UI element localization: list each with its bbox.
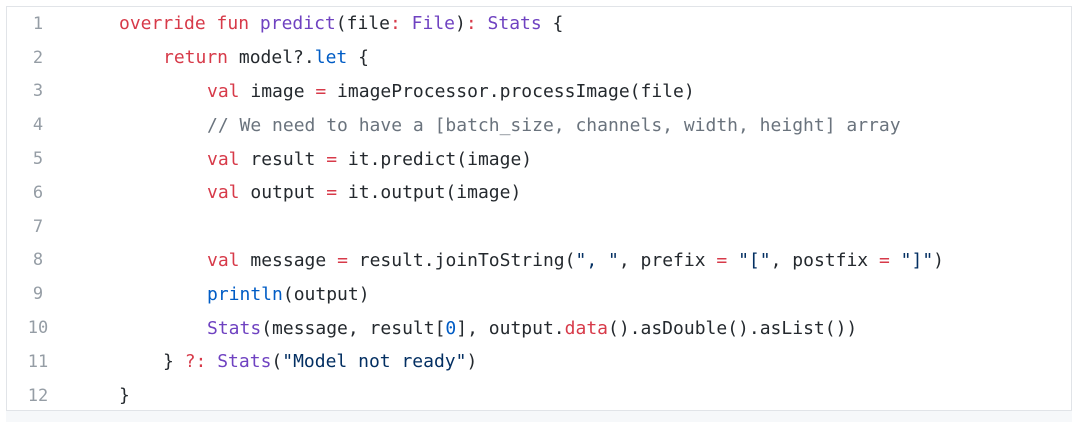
line-code: // We need to have a [batch_size, channe… (69, 115, 1071, 136)
code-token: let (314, 47, 348, 69)
code-line: 10 Stats(message, result[0], output.data(… (7, 311, 1071, 345)
code-token: ) (933, 249, 945, 271)
code-line: 4 // We need to have a [batch_size, chann… (7, 108, 1071, 142)
code-token: return (163, 47, 229, 69)
code-line: 1 override fun predict(file: File): Stats… (7, 7, 1071, 41)
line-number: 3 (32, 81, 44, 102)
code-line: 8 val message = result.joinToString(", ",… (7, 244, 1071, 278)
code-token (727, 250, 738, 271)
code-line: 12} (7, 379, 1071, 413)
code-line: 9 println(output) (7, 277, 1071, 311)
code-line: 6 val output = it.output(image) (7, 176, 1071, 210)
code-token (890, 250, 901, 271)
code-token: ( (271, 351, 283, 373)
code-token: val (207, 80, 240, 102)
code-token: // We need to have a [batch_size, channe… (207, 114, 901, 136)
code-token (401, 13, 412, 34)
line-code: val image = imageProcessor.processImage(… (69, 81, 1071, 102)
code-token: ) (455, 13, 466, 35)
code-token (206, 351, 217, 372)
code-lines: 1 override fun predict(file: File): Stats… (7, 7, 1071, 413)
line-code: println(output) (69, 284, 1071, 305)
line-number: 9 (32, 284, 44, 305)
code-token: : (389, 13, 401, 35)
code-token: val (207, 249, 240, 271)
code-token: override (119, 13, 206, 35)
code-token: } (163, 351, 185, 373)
code-line: 11} ?: Stats("Model not ready") (7, 345, 1071, 379)
line-number: 4 (32, 115, 44, 136)
code-token: = (716, 249, 728, 271)
code-token: output (239, 182, 327, 204)
code-token (206, 13, 217, 34)
line-code: } ?: Stats("Model not ready") (69, 351, 1071, 372)
code-token: "Model not ready" (282, 351, 467, 373)
code-token (477, 13, 488, 34)
code-token: val (207, 182, 240, 204)
code-token: (message, result[ (261, 317, 446, 339)
line-code: val result = it.predict(image) (69, 149, 1071, 170)
code-token: : (465, 13, 477, 35)
code-token: predict (259, 13, 336, 35)
code-token: = (315, 80, 327, 102)
code-token: = (337, 249, 348, 271)
code-token: it.predict(image) (337, 148, 533, 170)
code-token: ().asDouble().asList()) (608, 317, 858, 339)
code-token: ) (466, 351, 478, 373)
horizontal-scrollbar[interactable] (6, 410, 1072, 422)
line-code: return model?.let { (69, 47, 1071, 68)
code-token: ?: (184, 351, 207, 373)
code-line: 7 (7, 210, 1071, 244)
code-token: } (119, 385, 130, 407)
code-token: (file (335, 13, 390, 35)
code-token: result (239, 148, 327, 170)
line-number: 10 (27, 318, 49, 339)
code-token: Stats (207, 317, 262, 339)
code-token: imageProcessor.processImage(file) (326, 80, 695, 102)
code-token: println (207, 283, 283, 305)
code-token: data (564, 317, 608, 339)
code-token: "]" (900, 249, 934, 271)
code-token: image (239, 80, 316, 102)
line-code: } (69, 385, 1071, 406)
code-token (249, 13, 260, 34)
code-token: result.joinToString( (347, 249, 576, 271)
code-token: val (207, 148, 240, 170)
line-number: 6 (32, 182, 44, 203)
line-number: 12 (27, 385, 49, 406)
code-token: ", " (575, 249, 619, 271)
code-token: = (326, 182, 338, 204)
code-token: , postfix (770, 249, 879, 271)
code-token: = (326, 148, 338, 170)
code-token: (output) (282, 283, 370, 305)
code-token: Stats (487, 13, 542, 35)
line-code: Stats(message, result[0], output.data().… (69, 318, 1071, 339)
line-code: override fun predict(file: File): Stats … (69, 13, 1071, 34)
line-number: 2 (32, 47, 44, 68)
code-line: 3 val image = imageProcessor.processImage… (7, 75, 1071, 109)
line-number: 1 (32, 13, 44, 34)
line-number: 5 (32, 149, 44, 170)
line-code: val output = it.output(image) (69, 182, 1071, 203)
code-token: fun (216, 13, 250, 35)
code-token: it.output(image) (337, 182, 522, 204)
code-token: = (878, 249, 890, 271)
line-number: 7 (32, 216, 44, 237)
code-line: 2 return model?.let { (7, 41, 1071, 75)
code-token: Stats (217, 351, 272, 373)
code-token: , prefix (618, 249, 717, 271)
code-line: 5 val result = it.predict(image) (7, 142, 1071, 176)
code-token: ], output. (456, 317, 565, 339)
code-token: model?. (228, 47, 315, 69)
code-token: 0 (445, 317, 457, 339)
line-code: val message = result.joinToString(", ", … (69, 250, 1071, 271)
code-token: { (347, 47, 369, 69)
code-token: { (541, 13, 564, 35)
code-block: 1 override fun predict(file: File): Stats… (6, 6, 1072, 422)
code-token: "[" (738, 249, 771, 271)
line-number: 8 (32, 250, 44, 271)
line-number: 11 (27, 351, 49, 372)
code-token: File (411, 13, 455, 35)
code-token: message (239, 249, 338, 271)
